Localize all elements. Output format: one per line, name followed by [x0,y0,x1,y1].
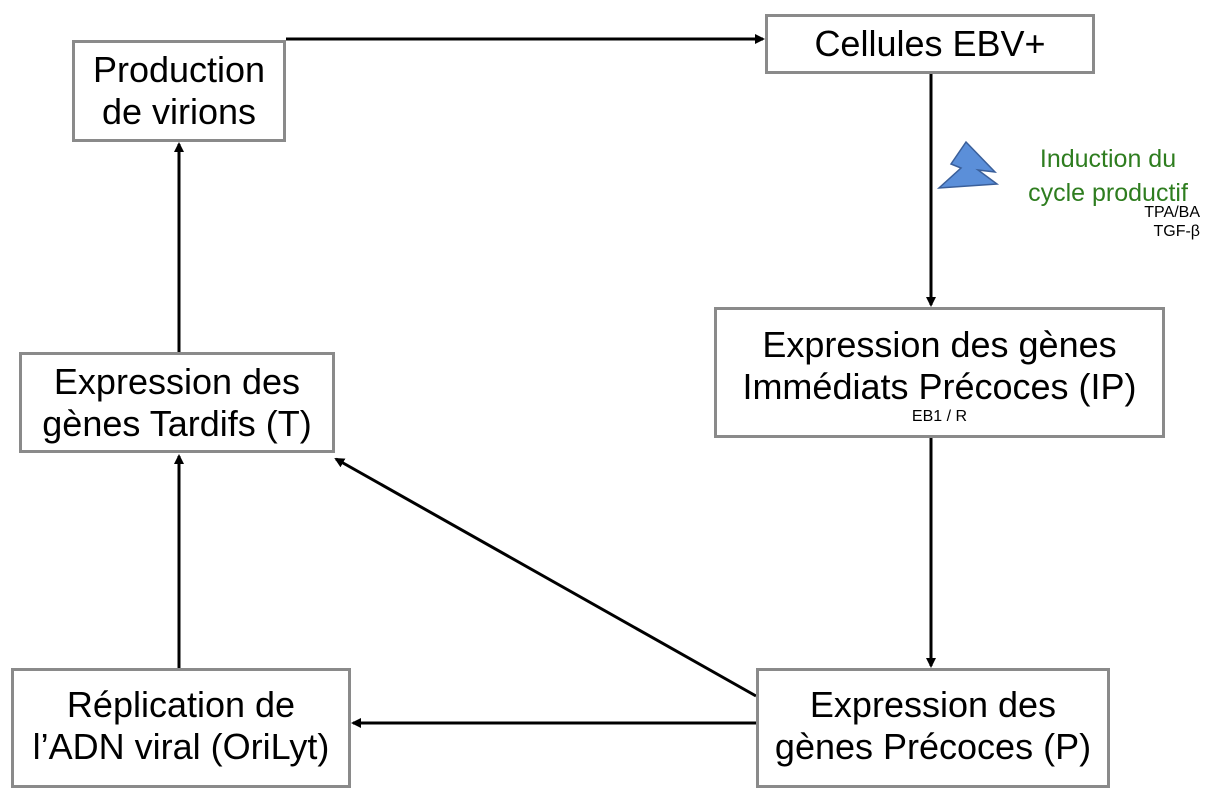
node-cellules-ebv: Cellules EBV+ [765,14,1095,74]
node-ip-line-2: Immédiats Précoces (IP) [742,366,1137,407]
node-tardifs-line-2: gènes Tardifs (T) [42,402,312,444]
node-ip-line-1: Expression des gènes [762,324,1117,365]
node-production-virions: Production de virions [72,40,286,142]
node-replication-line-2: l’ADN viral (OriLyt) [32,726,330,767]
induction-label: Induction du cycle productif [1010,142,1206,210]
induction-line-2: cycle productif [1028,179,1188,207]
arrow-precoces-to-tardifs [334,457,757,698]
node-precoces-line-1: Expression des [809,684,1057,725]
diagram-canvas [174,34,1000,728]
induction-agents: TPA/BA TGF-β [1100,203,1200,241]
node-expression-tardifs: Expression des gènes Tardifs (T) [19,352,335,453]
induction-line-1: Induction du [1039,145,1177,173]
lightning-bolt-icon [936,140,1000,189]
node-tardifs-line-1: Expression des [53,360,301,402]
node-virions-line-2: de virions [101,91,257,132]
agent-tpa-ba: TPA/BA [1144,204,1200,221]
node-ip-sub-label: EB1 / R [911,408,968,425]
node-expression-precoces: Expression des gènes Précoces (P) [756,668,1110,788]
node-virions-line-1: Production [92,49,266,90]
agent-tgf-beta: TGF-β [1153,223,1200,240]
node-replication-line-1: Réplication de [66,684,296,725]
node-cellules-line-1: Cellules EBV+ [814,23,1046,64]
node-replication-adn: Réplication de l’ADN viral (OriLyt) [11,668,351,788]
node-precoces-line-2: gènes Précoces (P) [774,726,1092,767]
node-expression-ip: Expression des gènes Immédiats Précoces … [714,307,1165,438]
